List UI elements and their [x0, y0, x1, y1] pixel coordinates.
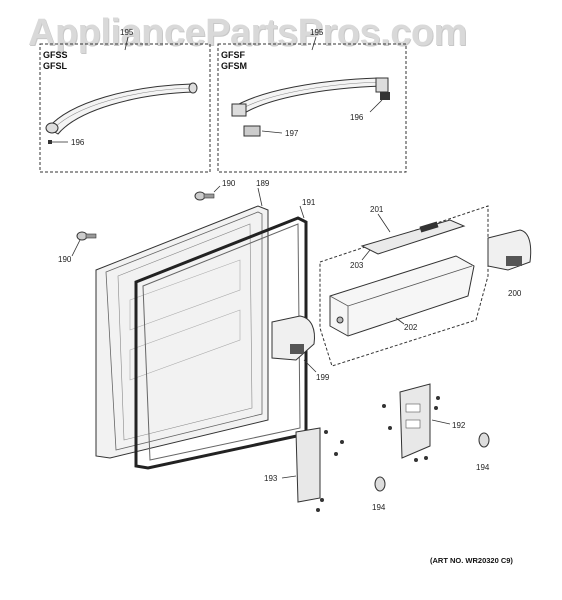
leader-193: [281, 475, 297, 479]
leader-192: [431, 419, 451, 425]
door-bin-cover-199: [271, 315, 315, 361]
foot-cap-194-bottom: [374, 476, 386, 492]
leader-195b: [311, 36, 317, 51]
screw-190-top: [194, 191, 215, 201]
leader-189: [257, 187, 263, 207]
leader-202: [395, 317, 405, 325]
foot-cap-194-right: [478, 432, 490, 448]
part-label-200: 200: [508, 289, 522, 298]
leader-191: [299, 205, 305, 219]
watermark-text: AppliancePartsPros.com: [28, 12, 467, 54]
part-label-196-left: 196: [71, 138, 85, 147]
bin-insert-203: [360, 219, 466, 255]
part-label-190-top: 190: [222, 179, 236, 188]
part-label-199: 199: [316, 373, 330, 382]
bin-end-cap-200: [487, 229, 532, 271]
door-bin-202: [329, 255, 475, 337]
hinge-bracket-192: [382, 383, 440, 462]
model-label-gfsf: GFSF: [221, 50, 246, 60]
part-label-195-right: 195: [310, 28, 324, 37]
part-label-197: 197: [285, 129, 299, 138]
hinge-bracket-193: [295, 427, 344, 512]
model-label-gfsl: GFSL: [43, 61, 68, 71]
part-label-202: 202: [404, 323, 418, 332]
art-number: (ART NO. WR20320 C9): [430, 556, 513, 565]
part-label-190-left: 190: [58, 255, 72, 264]
part-label-196-right: 196: [350, 113, 364, 122]
part-label-192: 192: [452, 421, 466, 430]
leader-197: [261, 130, 283, 134]
handle-group-right-box: [217, 43, 407, 173]
part-label-189: 189: [256, 179, 270, 188]
bin-group-box: [319, 205, 489, 367]
part-label-194-right: 194: [476, 463, 490, 472]
door-handle-right: [231, 77, 390, 137]
leader-203: [361, 249, 371, 261]
part-label-193: 193: [264, 474, 278, 483]
part-label-203: 203: [350, 261, 364, 270]
leader-195a: [124, 36, 129, 51]
part-label-201: 201: [370, 205, 384, 214]
model-label-gfss: GFSS: [43, 50, 68, 60]
part-label-195-left: 195: [120, 28, 134, 37]
leader-199: [303, 359, 317, 373]
part-label-191: 191: [302, 198, 316, 207]
door-handle-left: [45, 82, 198, 135]
screw-190-left: [76, 231, 97, 241]
leader-196b: [369, 99, 383, 113]
handle-group-left-box: [39, 43, 211, 173]
door-outer-panel: [95, 205, 269, 459]
screw-196a: [48, 140, 52, 144]
leader-190-left: [71, 239, 81, 257]
leader-190-top: [213, 185, 221, 193]
part-label-194-bottom: 194: [372, 503, 386, 512]
leader-201: [377, 213, 391, 233]
model-label-gfsm: GFSM: [221, 61, 247, 71]
